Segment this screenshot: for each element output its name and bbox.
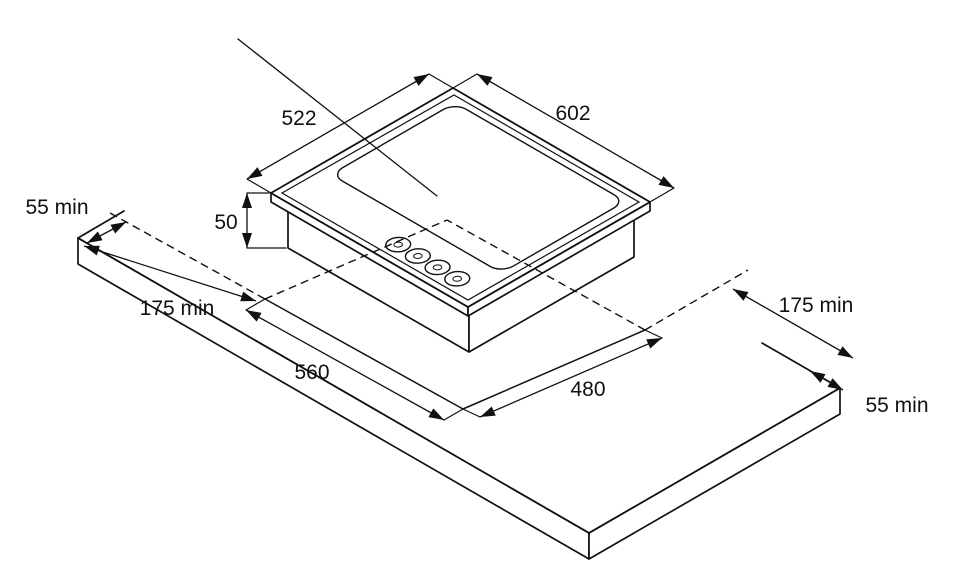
dimension-line xyxy=(479,337,663,418)
extension-line xyxy=(462,408,481,418)
dimension-line xyxy=(809,370,844,391)
dim-55-bottom-right: 55 min xyxy=(809,370,929,417)
dim-175-right: 175 min xyxy=(732,288,854,359)
extension-line xyxy=(245,298,266,311)
extension-line xyxy=(428,73,454,89)
dim-55-top-left: 55 min xyxy=(25,196,127,244)
dim-label-602: 602 xyxy=(555,102,590,125)
dim-label-50: 50 xyxy=(214,211,237,234)
cutout-extension-right xyxy=(644,269,749,331)
dim-602: 602 xyxy=(452,73,675,203)
dim-label-560: 560 xyxy=(294,361,329,384)
dimension-line xyxy=(83,245,257,302)
control-knob-center xyxy=(431,264,443,271)
control-knob-center xyxy=(392,241,404,248)
extension-line xyxy=(649,187,675,203)
dim-label-522: 522 xyxy=(281,107,316,130)
extension-line xyxy=(644,329,663,339)
dimensions: 522 602 50 55 min 175 min 560 xyxy=(25,73,929,421)
cutout-hidden-back-right-edge xyxy=(446,219,646,331)
dimension-line xyxy=(732,288,854,359)
dim-label-175-right: 175 min xyxy=(779,294,854,317)
cutout-hidden-back-left-edge xyxy=(264,219,448,300)
control-knob xyxy=(400,246,435,266)
control-knob xyxy=(440,269,475,289)
extension-line xyxy=(452,73,478,89)
dimension-line xyxy=(476,73,675,189)
control-knob-center xyxy=(451,275,463,282)
dim-560: 560 xyxy=(245,298,464,421)
dim-522: 522 xyxy=(246,73,454,194)
control-knob xyxy=(420,257,455,277)
dimension-line xyxy=(246,73,430,180)
control-knob-center xyxy=(412,253,424,260)
dim-label-55-top-left: 55 min xyxy=(25,196,88,219)
extension-line xyxy=(443,408,464,421)
control-knob xyxy=(381,235,416,255)
dim-175-left: 175 min xyxy=(83,245,257,320)
dim-label-175-left: 175 min xyxy=(140,297,215,320)
extension-line xyxy=(246,178,272,194)
dim-label-480: 480 xyxy=(570,378,605,401)
dim-label-55-bottom-right: 55 min xyxy=(865,394,928,417)
dimension-line xyxy=(245,309,445,421)
dimension-line xyxy=(86,221,127,244)
dim-480: 480 xyxy=(462,329,663,418)
